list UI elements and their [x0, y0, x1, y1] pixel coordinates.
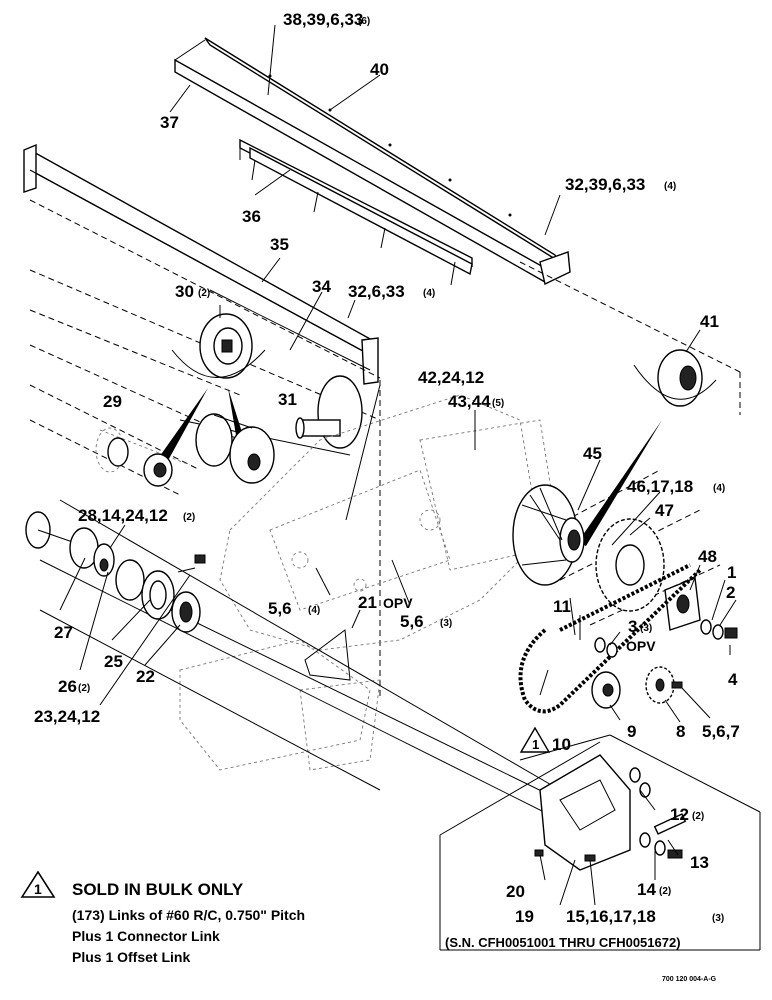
callout-45: 45 — [583, 444, 602, 463]
callout-32a: 32,39,6,33 — [565, 175, 645, 194]
part-34-roller — [95, 289, 371, 473]
callout-5b: 5,6 — [400, 612, 424, 631]
callout-13: 13 — [690, 853, 709, 872]
callout-labels: 38,39,6,33 (6) 40 37 32,39,6,33 (4) 36 3… — [34, 10, 740, 926]
note-line-2: Plus 1 Connector Link — [72, 928, 220, 944]
callout-46: 46,17,18 — [627, 477, 693, 496]
callout-35: 35 — [270, 235, 289, 254]
callout-36: 36 — [242, 207, 261, 226]
callout-30-qty: (2) — [198, 288, 210, 299]
inset-bracket-assembly — [534, 754, 687, 871]
part-22-bushing — [171, 591, 201, 633]
warning-triangle-icon: 1 — [519, 726, 551, 753]
part-35-long-bar — [23, 143, 379, 385]
callout-19: 19 — [515, 907, 534, 926]
triangle-marker-text: 1 — [532, 737, 539, 752]
callout-43-qty: (5) — [492, 398, 504, 409]
callout-21: 21 — [358, 593, 377, 612]
lower-frame-lines — [39, 499, 561, 821]
callout-14-qty: (2) — [659, 886, 671, 897]
part-25-ring — [115, 559, 175, 620]
callout-3-qty: (3) — [640, 623, 652, 634]
callout-38-qty: (6) — [358, 16, 370, 27]
part-40-angle-strip — [174, 37, 571, 286]
callout-15: 15,16,17,18 — [566, 907, 656, 926]
note-title: SOLD IN BULK ONLY — [72, 880, 244, 899]
callout-12: 12 — [670, 805, 689, 824]
callout-3-opv: OPV — [626, 638, 656, 654]
part-36-tine-bar — [239, 138, 473, 286]
callout-43: 43,44 — [448, 392, 491, 411]
callout-42: 42,24,12 — [418, 368, 484, 387]
callout-2: 2 — [726, 583, 735, 602]
inset-leader-lines — [439, 734, 761, 951]
part-8-sprocket — [645, 666, 683, 704]
callout-41: 41 — [700, 312, 719, 331]
callout-37: 37 — [160, 113, 179, 132]
callout-32b-qty: (4) — [423, 288, 435, 299]
callout-28: 28,14,24,12 — [78, 506, 168, 525]
callout-5a-qty: (4) — [308, 605, 320, 616]
callout-46-qty: (4) — [713, 483, 725, 494]
callout-31: 31 — [278, 390, 297, 409]
note-line-1: (173) Links of #60 R/C, 0.750" Pitch — [72, 907, 306, 923]
callout-5-6-7: 5,6,7 — [702, 722, 740, 741]
callout-40: 40 — [370, 60, 389, 79]
callout-32b: 32,6,33 — [348, 282, 405, 301]
part-10-chain — [518, 563, 702, 714]
part-9-idler — [591, 671, 621, 709]
callout-22: 22 — [136, 667, 155, 686]
callout-48: 48 — [698, 547, 717, 566]
part-31-hub — [195, 413, 275, 484]
callout-9: 9 — [627, 722, 636, 741]
callout-21-opv: OPV — [383, 595, 413, 611]
part-3-hardware — [594, 637, 618, 658]
part-41-bearing — [578, 349, 717, 546]
callout-38: 38,39,6,33 — [283, 10, 363, 29]
part-28-bolt — [177, 554, 206, 573]
part-29-hub — [107, 437, 173, 487]
note-line-3: Plus 1 Offset Link — [72, 949, 191, 965]
callout-26-qty: (2) — [78, 683, 90, 694]
part-1-2-4-hardware — [700, 619, 738, 640]
callout-47: 47 — [655, 501, 674, 520]
callout-8: 8 — [676, 722, 685, 741]
callout-20: 20 — [506, 882, 525, 901]
leader-lines — [59, 24, 737, 906]
callout-15-qty: (3) — [712, 913, 724, 924]
part-48-block — [664, 577, 701, 631]
drawing-number: 700 120 004-A-G — [662, 976, 717, 983]
part-27-washer — [25, 511, 111, 569]
callout-27: 27 — [54, 623, 73, 642]
callout-23: 23,24,12 — [34, 707, 100, 726]
callout-25: 25 — [104, 652, 123, 671]
callout-28-qty: (2) — [183, 512, 195, 523]
part-26-washer — [93, 543, 115, 577]
serial-range: (S.N. CFH0051001 THRU CFH0051672) — [445, 935, 681, 950]
callout-4: 4 — [728, 670, 738, 689]
part-45-hub — [512, 484, 585, 586]
note-marker-text: 1 — [34, 881, 42, 897]
callout-29: 29 — [103, 392, 122, 411]
callout-10: 10 — [552, 735, 571, 754]
note-triangle-icon: 1 — [20, 870, 56, 898]
callout-14: 14 — [637, 880, 656, 899]
callout-30: 30 — [175, 282, 194, 301]
callout-5b-qty: (3) — [440, 618, 452, 629]
callout-34: 34 — [312, 277, 331, 296]
callout-32a-qty: (4) — [664, 181, 676, 192]
callout-5a: 5,6 — [268, 599, 292, 618]
callout-26: 26 — [58, 677, 77, 696]
callout-11: 11 — [553, 597, 571, 616]
callout-12-qty: (2) — [692, 811, 704, 822]
callout-3: 3 — [628, 617, 637, 636]
callout-1: 1 — [727, 563, 736, 582]
